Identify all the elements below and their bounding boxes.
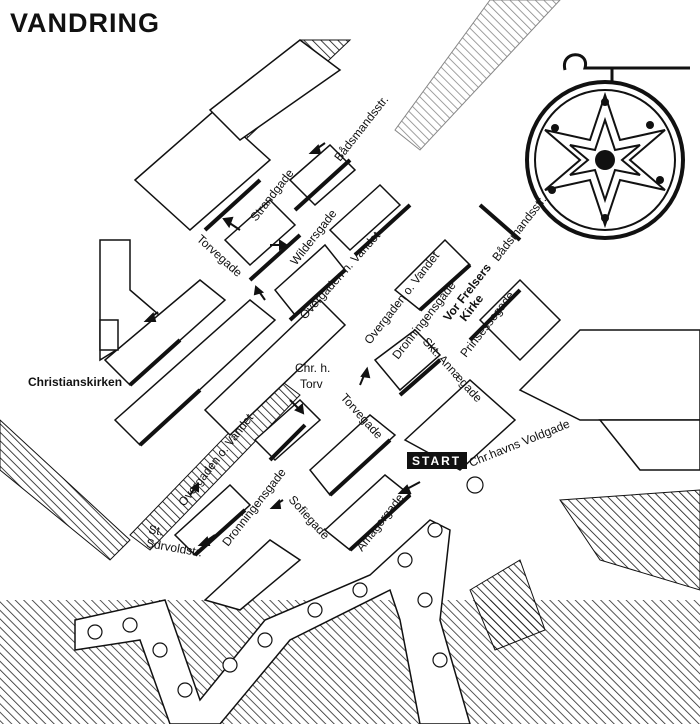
label-badsmandsstr-north: Bådsmandsstr. bbox=[331, 93, 391, 164]
label-sofiegade: Sofiegade bbox=[286, 493, 333, 543]
label-torv: Torv bbox=[300, 377, 323, 391]
star-emblem-sign bbox=[525, 53, 690, 240]
label-badsmandsstr-east: Bådsmandsstr. bbox=[489, 193, 549, 264]
city-blocks bbox=[99, 39, 700, 611]
map-title: VANDRING bbox=[10, 8, 160, 38]
start-badge bbox=[407, 452, 467, 469]
label-st: St. bbox=[147, 522, 164, 538]
route-arrows bbox=[143, 142, 421, 546]
route-kerbs bbox=[128, 158, 522, 557]
label-overgaden-o-vandet-south: Overgaden o. Vandet bbox=[175, 411, 256, 509]
label-chr-h: Chr. h. bbox=[295, 361, 330, 375]
label-christianskirken: Christianskirken bbox=[28, 375, 122, 389]
start-label: START bbox=[412, 454, 461, 468]
ramparts bbox=[74, 476, 484, 724]
